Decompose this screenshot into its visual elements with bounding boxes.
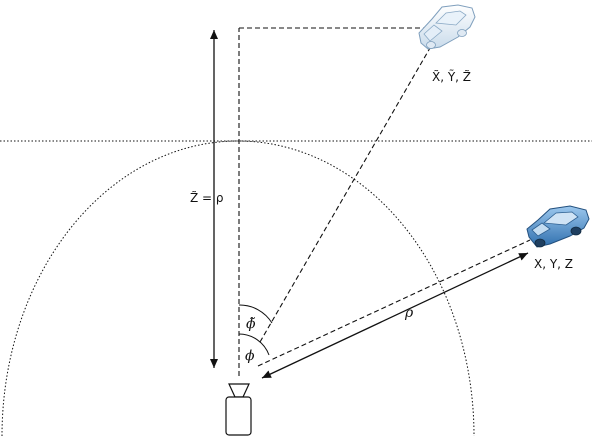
real-dashed-line — [257, 239, 531, 367]
phi-label: ϕ — [245, 348, 255, 364]
rho-arrow — [261, 252, 529, 379]
ghost-car-icon — [418, 4, 476, 50]
phi-tilde-arc — [238, 304, 273, 324]
ghost-coords-label: X̃, Ỹ, Z̃ — [432, 69, 471, 84]
phi-tilde-label: ϕ̃ — [246, 316, 256, 332]
z-equals-rho-label: Z̃ = ρ — [190, 191, 224, 205]
phi-arc — [238, 333, 270, 356]
rho-label: ρ — [404, 305, 414, 321]
camera-icon — [225, 383, 252, 436]
car-icon — [526, 205, 590, 248]
real-coords-label: X, Y, Z — [534, 257, 573, 271]
